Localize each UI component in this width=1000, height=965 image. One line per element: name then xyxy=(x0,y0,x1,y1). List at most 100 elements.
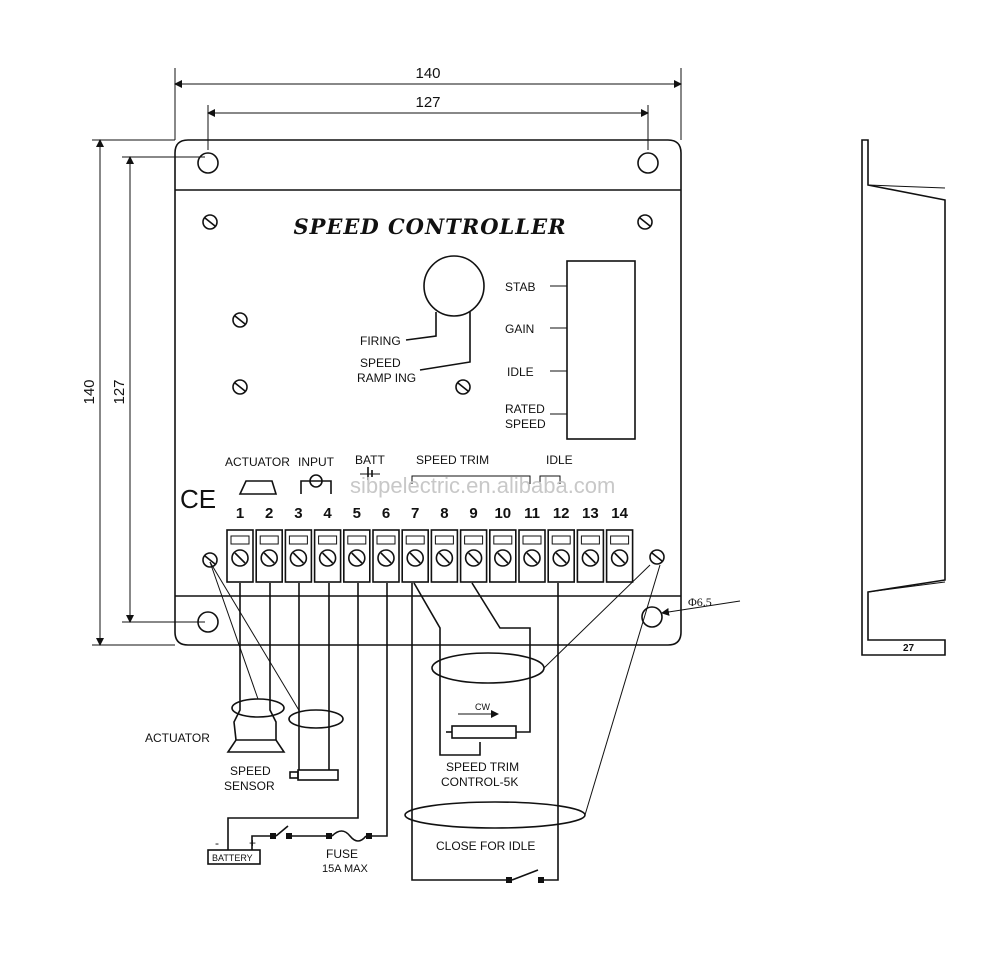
terminal-screw-slot xyxy=(234,552,246,564)
pot-knob xyxy=(423,255,485,317)
terminal-screw xyxy=(347,549,366,567)
terminal-screw-slot xyxy=(380,552,392,564)
terminal-block xyxy=(401,529,430,583)
terminal-group-labels: ACTUATOR INPUT BATT SPEED TRIM IDLE CE xyxy=(180,453,573,514)
terminal-block xyxy=(226,529,254,583)
screw-slot xyxy=(651,552,663,562)
terminal-screw xyxy=(377,549,395,567)
terminal-tab xyxy=(551,535,571,545)
terminal-screw-slot xyxy=(614,552,626,564)
terminal-screw xyxy=(552,549,571,567)
screw-slot xyxy=(639,217,651,227)
watermark: sibpelectric.en.alibaba.com xyxy=(350,473,615,498)
terminal-tab xyxy=(493,535,513,545)
terminal-screw-slot xyxy=(438,552,450,564)
terminal-screw xyxy=(406,549,425,567)
terminal-block xyxy=(255,529,284,583)
terminal-number: 8 xyxy=(440,505,448,522)
mount-hole-tr xyxy=(637,152,659,174)
mount-hole-br xyxy=(641,606,663,628)
terminal-block xyxy=(605,529,634,583)
terminal-block xyxy=(518,529,546,583)
terminal-tab xyxy=(405,535,425,545)
terminal-screw xyxy=(231,549,249,567)
actuator-symbol xyxy=(238,480,278,495)
terminal-strip xyxy=(226,529,634,583)
ce-mark: CE xyxy=(180,484,216,514)
dim-127-height: 127 xyxy=(111,379,128,404)
terminal-number: 14 xyxy=(611,505,628,522)
battery-minus: - xyxy=(215,836,219,850)
terminal-tab xyxy=(434,535,454,545)
terminal-screw xyxy=(289,549,308,567)
terminal-number: 1 xyxy=(236,505,244,522)
dim-27-depth: 27 xyxy=(903,643,915,654)
wiring-label-actuator: ACTUATOR xyxy=(145,731,210,745)
speed-trim-control-label: CONTROL-5K xyxy=(441,775,518,789)
battery-box xyxy=(207,849,261,865)
terminal-screw xyxy=(523,549,541,567)
terminal-number: 11 xyxy=(524,505,540,522)
trim-block: STAB GAIN IDLE RATED SPEED xyxy=(505,260,636,440)
group-label-idle: IDLE xyxy=(546,453,573,467)
screw xyxy=(637,214,653,230)
terminal-screw xyxy=(493,549,512,567)
terminal-tab xyxy=(347,535,367,545)
screw-slot xyxy=(234,382,246,392)
mount-hole-bl xyxy=(197,611,219,633)
terminal-number: 5 xyxy=(353,505,361,522)
top-dimensions: 140 127 xyxy=(174,65,682,150)
terminal-block xyxy=(459,529,488,583)
wiring-label-speed: SPEED xyxy=(230,764,271,778)
group-label-speed-trim: SPEED TRIM xyxy=(416,453,489,467)
fuse-label: FUSE xyxy=(326,847,358,861)
battery-label: BATTERY xyxy=(212,853,253,863)
trim-label-gain: GAIN xyxy=(505,322,534,336)
terminal-number: 10 xyxy=(494,505,511,522)
terminal-block xyxy=(576,529,605,583)
input-symbol xyxy=(300,480,332,494)
dim-140-height: 140 xyxy=(81,379,98,404)
terminal-screw xyxy=(581,549,600,567)
side-view: 27 xyxy=(861,139,946,656)
terminal-block xyxy=(488,529,517,583)
trim-label-rated: RATED xyxy=(505,402,545,416)
dim-140-width: 140 xyxy=(415,65,440,82)
terminal-screw xyxy=(260,549,279,567)
terminal-screw-slot xyxy=(263,552,275,564)
terminal-number: 9 xyxy=(469,505,477,522)
terminal-number: 3 xyxy=(294,505,302,522)
speed-sensor-body xyxy=(297,769,339,781)
speed-trim-label: SPEED TRIM xyxy=(446,760,519,774)
terminal-screw xyxy=(464,549,483,567)
trim-label-speed: SPEED xyxy=(505,417,546,431)
hole-diameter-label: Φ6.5 xyxy=(688,595,712,609)
pot-section: FIRING SPEED RAMP ING xyxy=(357,255,485,385)
terminal-screw xyxy=(610,549,629,567)
terminal-tab xyxy=(288,535,308,545)
terminal-screw-slot xyxy=(555,552,567,564)
terminal-number: 7 xyxy=(411,505,419,522)
screw xyxy=(202,214,218,230)
terminal-tab xyxy=(580,535,600,545)
pot-label-ramping: RAMP ING xyxy=(357,371,416,385)
pot-label-speed: SPEED xyxy=(360,356,401,370)
terminal-number: 12 xyxy=(553,505,570,522)
terminal-number: 13 xyxy=(582,505,599,522)
group-label-actuator: ACTUATOR xyxy=(225,455,290,469)
screw xyxy=(455,379,471,395)
terminal-tab xyxy=(522,535,542,545)
pot-label-firing: FIRING xyxy=(360,334,401,348)
terminal-tab xyxy=(318,535,338,545)
screw-slot xyxy=(234,315,246,325)
group-label-input: INPUT xyxy=(298,455,335,469)
fuse-rating: 15A MAX xyxy=(322,863,369,875)
terminal-block xyxy=(547,529,576,583)
terminal-tab xyxy=(230,535,250,545)
terminal-number: 4 xyxy=(323,505,332,522)
terminal-tab xyxy=(376,535,396,545)
trim-label-stab: STAB xyxy=(505,280,535,294)
dim-127-width: 127 xyxy=(415,94,440,111)
